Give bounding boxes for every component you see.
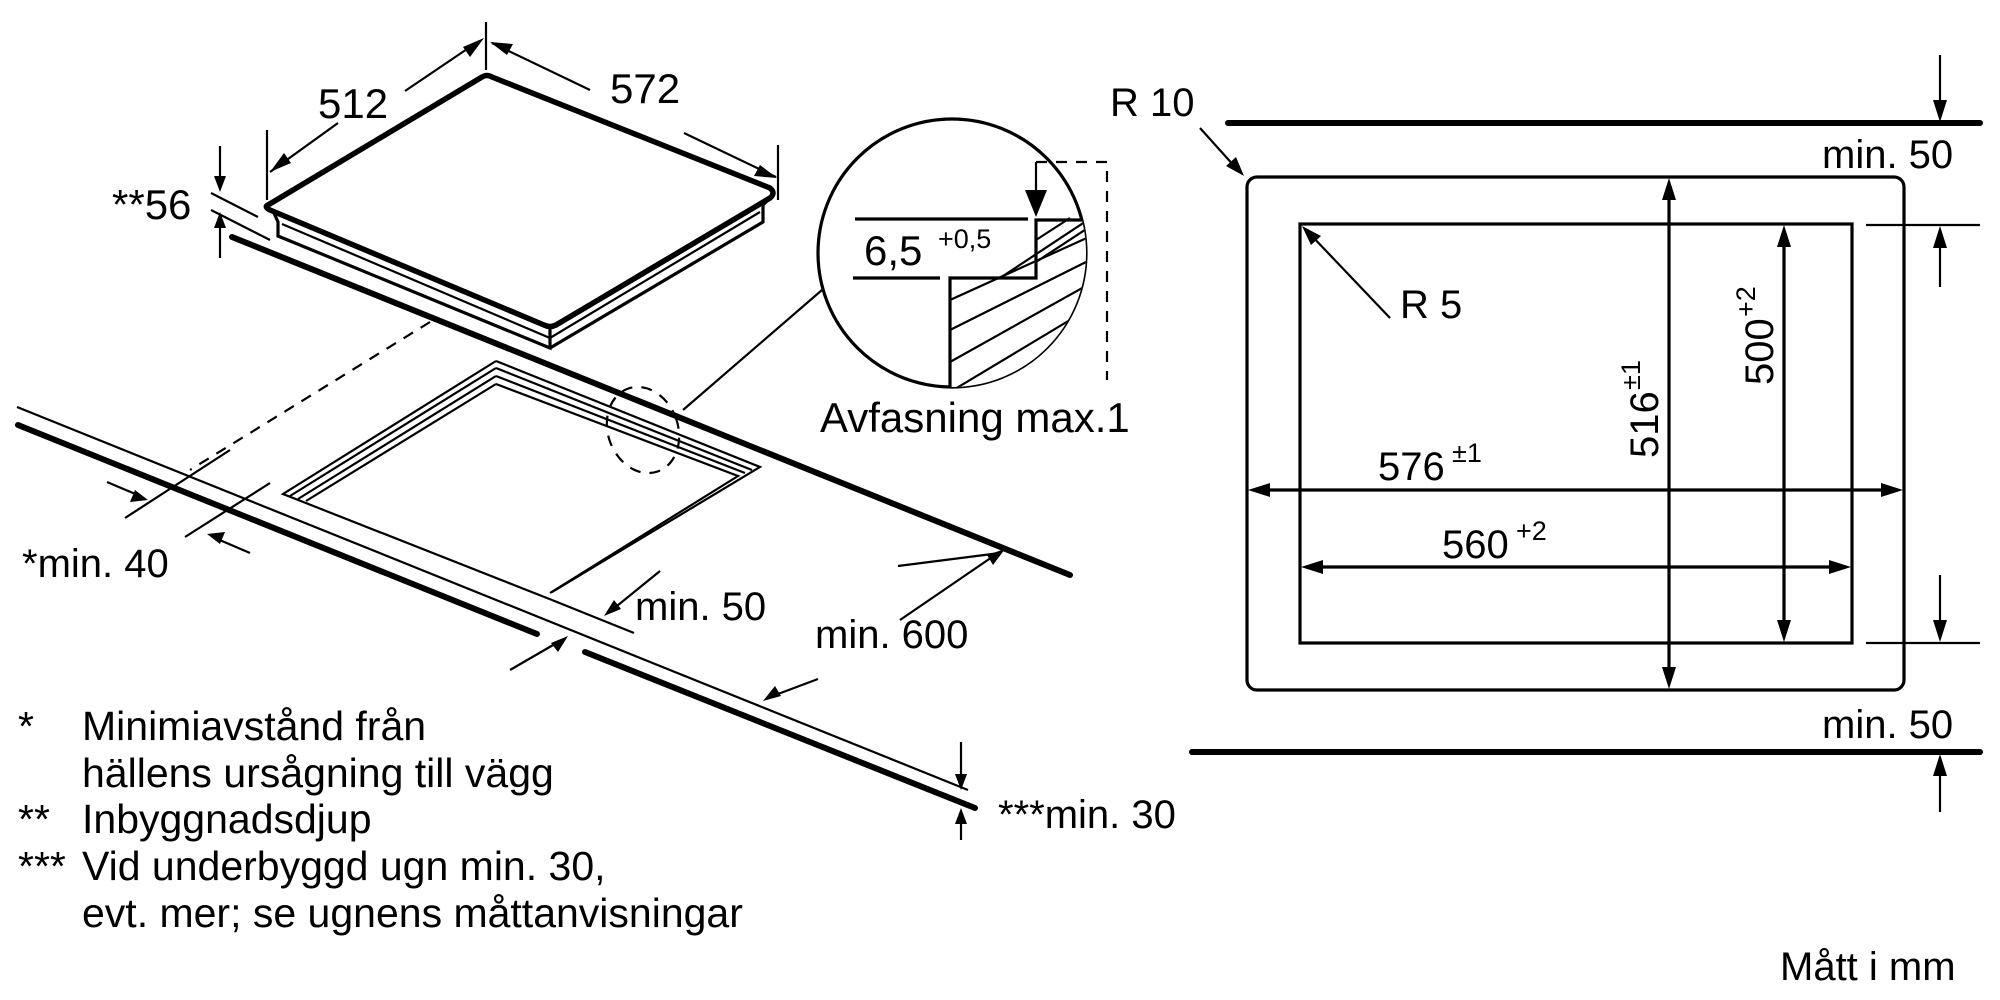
worktop-front-edge-thick <box>15 422 540 637</box>
footnotes: * Minimiavstånd från hällens ursågning t… <box>18 703 743 936</box>
arrow-down-icon <box>1933 620 1947 642</box>
outer-depth-label-group: 516 ±1 <box>1616 360 1667 458</box>
hob-outline-rect <box>1245 175 1906 692</box>
inner-depth-label: 500 <box>1738 318 1782 385</box>
inner-depth-tolerance: +2 <box>1731 286 1761 317</box>
worktop-drawing: *min. 40 min. 50 min. 600 ***min. 30 <box>15 234 1176 840</box>
cutout-step-line <box>289 366 753 497</box>
arrow-right-icon <box>1829 560 1851 574</box>
outer-radius-label: R 10 <box>1110 81 1195 125</box>
front-clearance-label: min. 50 <box>635 585 766 629</box>
step-tolerance: +0,5 <box>938 224 991 254</box>
arrow-icon <box>754 165 777 178</box>
note-marker: *** <box>18 843 66 889</box>
units-note: Mått i mm <box>1780 945 1956 989</box>
arrow-icon <box>1302 226 1321 245</box>
inner-width-label: 560 <box>1442 523 1509 567</box>
hob-drawing: 512 572 **56 <box>112 22 780 351</box>
arrow-icon <box>490 42 513 55</box>
cutout-step-line <box>297 374 746 500</box>
ext-line <box>897 551 1001 568</box>
arrow-up-icon <box>1662 178 1676 200</box>
arrow-icon <box>214 176 226 192</box>
note-text: hällens ursågning till vägg <box>82 750 554 796</box>
dim-line-512 <box>404 42 477 92</box>
arrow-up-icon <box>1933 754 1947 776</box>
arrow-up-icon <box>1777 225 1791 247</box>
hob-depth-label: 512 <box>318 80 388 127</box>
detail-callout-circle <box>605 385 681 475</box>
ext-line <box>184 482 271 538</box>
ext-line <box>551 598 635 635</box>
worktop-back-edge <box>229 234 1073 578</box>
arrow-icon <box>987 549 1005 565</box>
note-text: evt. mer; se ugnens måttanvisningar <box>82 890 743 936</box>
arrow-down-icon <box>1933 100 1947 122</box>
arrow-icon <box>463 38 484 57</box>
arrow-down-icon <box>1777 620 1791 642</box>
note-text: Minimiavstånd från <box>82 703 426 749</box>
arrow-icon <box>1226 157 1244 176</box>
oven-clearance-label: ***min. 30 <box>998 793 1176 837</box>
cutout-rect <box>1298 222 1854 645</box>
arrow-left-icon <box>1301 560 1323 574</box>
outer-depth-tolerance: ±1 <box>1616 360 1646 390</box>
worktop-front-edge <box>16 405 969 792</box>
cutout-plan: R 10 R 5 min. 50 min. 50 576 ±1 560 +2 <box>1110 55 1983 812</box>
cutout-outline <box>280 359 763 602</box>
arrow-icon <box>955 808 967 824</box>
wall-clearance-label: *min. 40 <box>22 542 169 586</box>
worktop-front-edge-thick <box>582 649 978 811</box>
arrow-icon <box>214 212 226 228</box>
hob-width-label: 572 <box>610 65 680 112</box>
arrow-icon <box>207 532 225 544</box>
ext-line <box>210 192 259 218</box>
bottom-clearance-label: min. 50 <box>1822 703 1953 747</box>
ext-line <box>124 449 231 519</box>
projection-dashed-line <box>189 321 431 471</box>
chamfer-detail: 6,5 +0,5 Avfasning max.1 <box>816 117 1130 441</box>
dim-line-50 <box>611 570 661 611</box>
note-text: Inbyggnadsdjup <box>82 796 372 842</box>
leader-line <box>1199 127 1237 169</box>
arrow-icon <box>604 600 621 616</box>
hob-outline-dashed <box>1036 160 1109 380</box>
inner-depth-label-group: 500 +2 <box>1731 286 1782 385</box>
note-text: Vid underbyggd ugn min. 30, <box>82 843 606 889</box>
leader-line <box>1309 233 1391 319</box>
worktop-step-profile <box>948 218 1086 387</box>
hob-height-label: **56 <box>112 181 191 228</box>
top-clearance-label: min. 50 <box>1822 133 1953 177</box>
arrow-down-icon <box>1662 667 1676 689</box>
arrow-icon <box>270 153 291 172</box>
detail-leader-line <box>682 289 823 411</box>
arrow-icon <box>551 636 568 652</box>
inner-width-tolerance: +2 <box>1516 516 1547 546</box>
inner-radius-label: R 5 <box>1400 283 1462 327</box>
outer-depth-label: 516 <box>1623 391 1667 458</box>
arrow-icon <box>763 686 781 701</box>
outer-width-label: 576 <box>1378 445 1445 489</box>
arrow-icon <box>130 490 148 502</box>
hob-body-inner-edge <box>281 211 761 340</box>
arrow-right-icon <box>1881 483 1903 497</box>
arrow-left-icon <box>1248 483 1270 497</box>
dim-line-50 <box>509 640 561 671</box>
chamfer-label: Avfasning max.1 <box>820 394 1130 441</box>
arrow-up-icon <box>1933 226 1947 248</box>
outer-width-tolerance: ±1 <box>1452 438 1482 468</box>
note-marker: * <box>18 703 34 749</box>
note-marker: ** <box>18 796 50 842</box>
hob-body-outline <box>272 196 772 351</box>
cutout-step-line <box>305 382 741 594</box>
step-value: 6,5 <box>864 227 922 274</box>
arrow-icon <box>955 774 967 790</box>
cabinet-clearance-label: min. 600 <box>815 613 968 657</box>
dim-line-600 <box>899 552 999 621</box>
arrow-down-icon <box>1025 190 1047 217</box>
